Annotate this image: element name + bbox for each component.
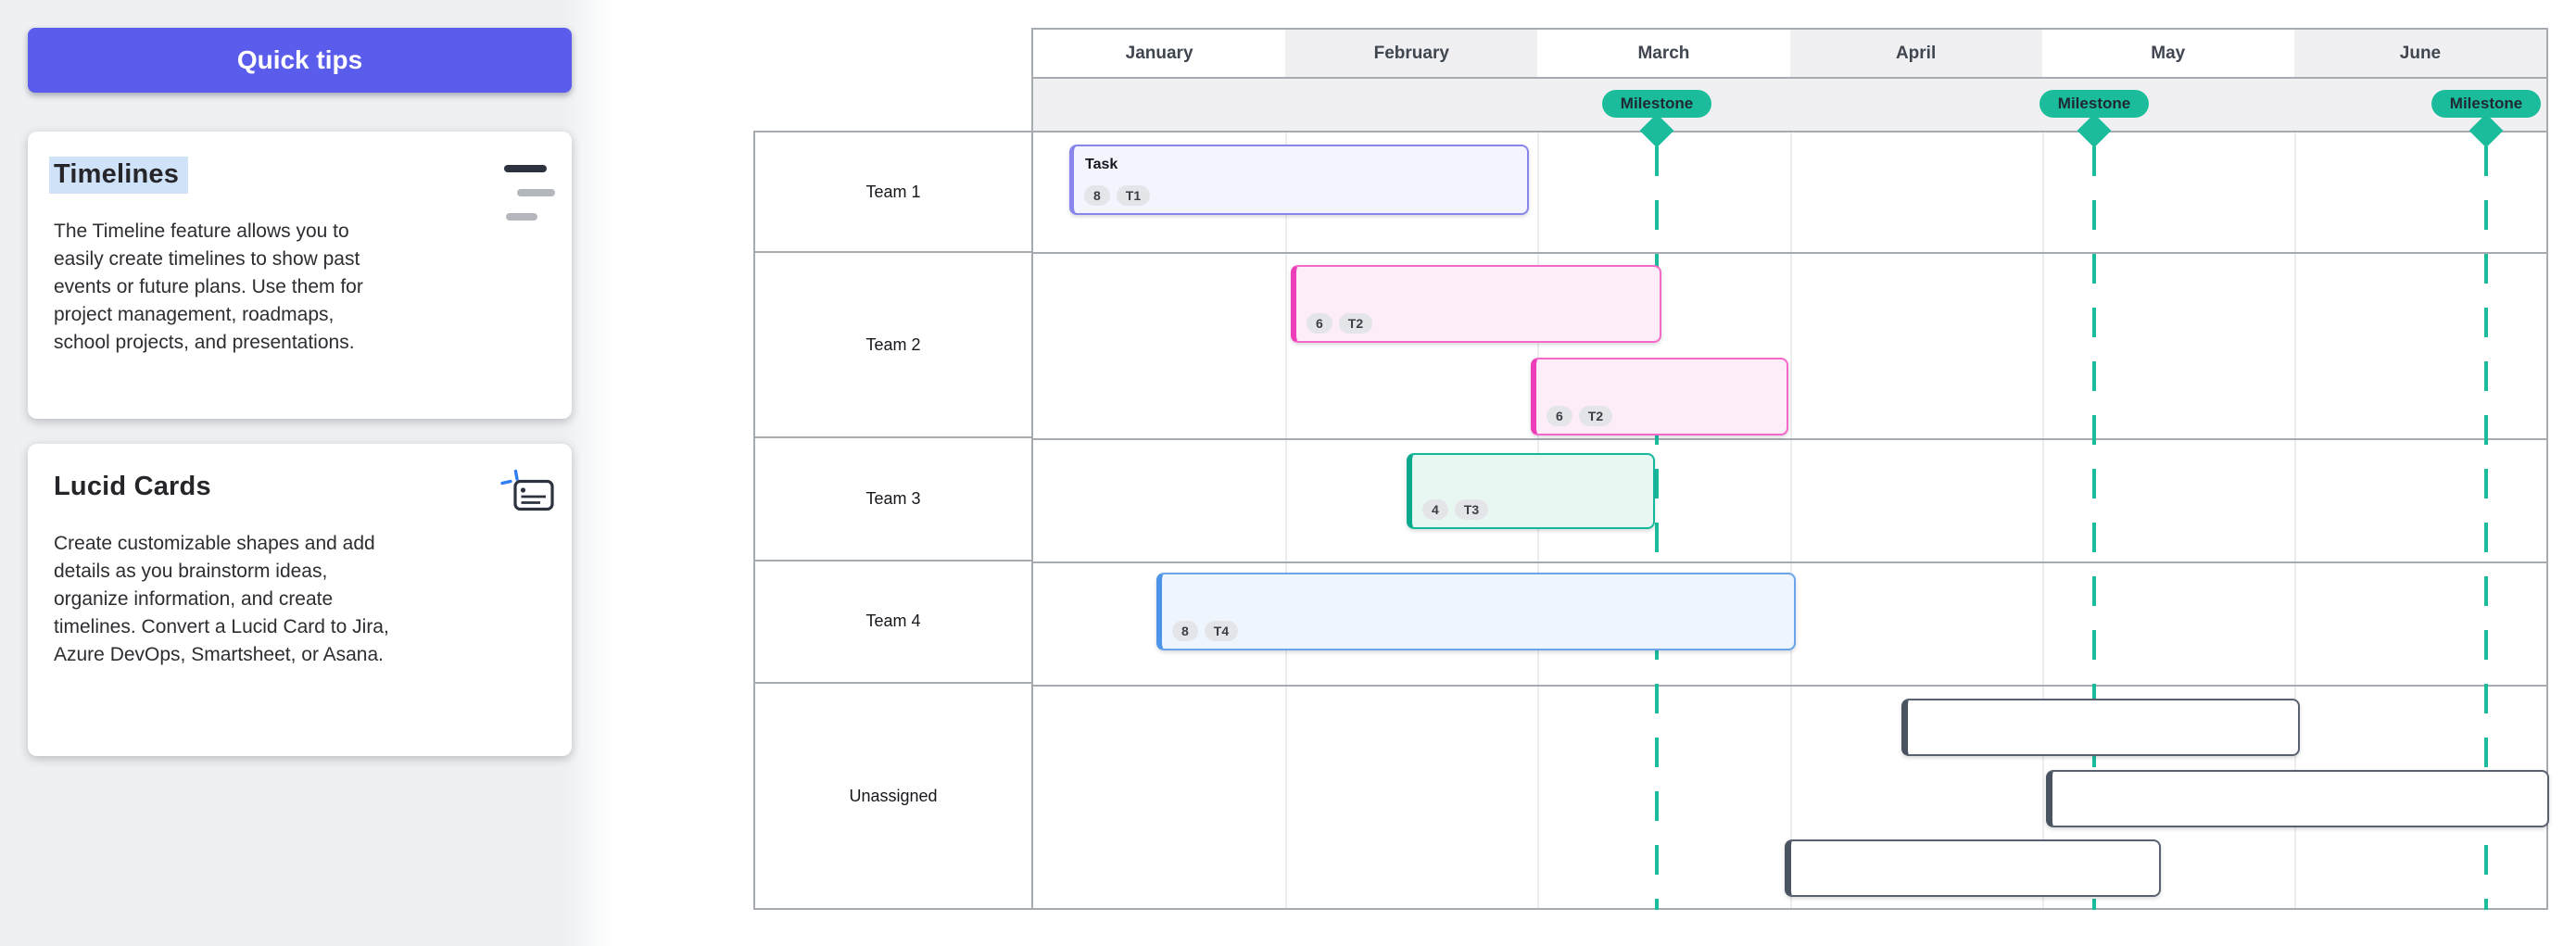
month-header-march: March bbox=[1637, 43, 1690, 63]
month-header-row: January February March April May June bbox=[1031, 28, 2548, 79]
card-title-timelines: Timelines bbox=[49, 157, 546, 194]
card-title-lucid-cards: Lucid Cards bbox=[54, 472, 211, 501]
timeline-bars-icon bbox=[496, 165, 555, 222]
task-badges: 6 T2 bbox=[1307, 313, 1373, 334]
task-bar-8-t1[interactable]: Task 8 T1 bbox=[1069, 145, 1529, 215]
task-bar-unassigned[interactable] bbox=[1901, 699, 2300, 756]
row-label-team-4: Team 4 bbox=[755, 561, 1031, 685]
month-header-may: May bbox=[2151, 43, 2186, 63]
card-body-lucid-cards: Create customizable shapes and add detai… bbox=[54, 533, 389, 665]
quick-tips-button[interactable]: Quick tips bbox=[28, 28, 572, 93]
task-badges: 8 T4 bbox=[1172, 621, 1239, 641]
milestone-line bbox=[2092, 146, 2096, 910]
task-badge: T2 bbox=[1578, 406, 1613, 426]
month-gridline bbox=[2294, 132, 2296, 908]
task-badge: 6 bbox=[1307, 313, 1332, 334]
task-badge: T3 bbox=[1454, 499, 1489, 520]
task-bar-unassigned[interactable] bbox=[1785, 839, 2161, 897]
task-badges: 4 T3 bbox=[1422, 499, 1489, 520]
row-border bbox=[1033, 685, 2546, 687]
month-header-april: April bbox=[1789, 30, 2042, 77]
month-gridline bbox=[1285, 132, 1287, 908]
milestone-badge[interactable]: Milestone bbox=[2431, 90, 2541, 118]
row-label-unassigned: Unassigned bbox=[849, 786, 938, 805]
task-badge: T2 bbox=[1338, 313, 1373, 334]
task-bar-8-t4[interactable]: 8 T4 bbox=[1156, 573, 1796, 650]
row-border bbox=[1033, 252, 2546, 254]
milestone-band bbox=[1031, 79, 2548, 131]
milestone-line bbox=[2484, 146, 2488, 910]
tip-card-lucid-cards[interactable]: Lucid Cards Create customizable shapes a… bbox=[28, 444, 572, 756]
month-gridline bbox=[2042, 132, 2044, 908]
task-badges: 8 T1 bbox=[1084, 185, 1151, 206]
task-bar-6-t2[interactable]: 6 T2 bbox=[1531, 358, 1788, 435]
task-badges: 6 T2 bbox=[1547, 406, 1613, 426]
month-header-june: June bbox=[2293, 30, 2547, 77]
lucid-card-icon bbox=[499, 468, 555, 517]
row-label-team-3: Team 3 bbox=[755, 438, 1031, 561]
tip-card-timelines[interactable]: Timelines The Timeline feature allows yo… bbox=[28, 132, 572, 419]
task-badge: 8 bbox=[1172, 621, 1198, 641]
row-label-team-1: Team 1 bbox=[755, 132, 1031, 254]
month-header-february: February bbox=[1285, 30, 1538, 77]
row-label-team-2: Team 2 bbox=[755, 253, 1031, 439]
task-title: Task bbox=[1085, 157, 1118, 172]
milestone-badge[interactable]: Milestone bbox=[1602, 90, 1711, 118]
task-bar-unassigned[interactable] bbox=[2046, 770, 2549, 827]
task-badge: T1 bbox=[1116, 185, 1151, 206]
milestone-line bbox=[1655, 146, 1659, 910]
month-gridline bbox=[1790, 132, 1792, 908]
month-header-january: January bbox=[1125, 43, 1193, 63]
task-badge: 8 bbox=[1084, 185, 1110, 206]
task-badge: 6 bbox=[1547, 406, 1572, 426]
task-bar-4-t3[interactable]: 4 T3 bbox=[1407, 453, 1655, 529]
row-border bbox=[1033, 561, 2546, 563]
task-badge: T4 bbox=[1204, 621, 1239, 641]
task-bar-6-t2[interactable]: 6 T2 bbox=[1291, 265, 1661, 343]
row-border bbox=[1033, 438, 2546, 440]
card-body-timelines: The Timeline feature allows you to easil… bbox=[54, 221, 363, 353]
milestone-badge[interactable]: Milestone bbox=[2039, 90, 2149, 118]
task-badge: 4 bbox=[1422, 499, 1448, 520]
